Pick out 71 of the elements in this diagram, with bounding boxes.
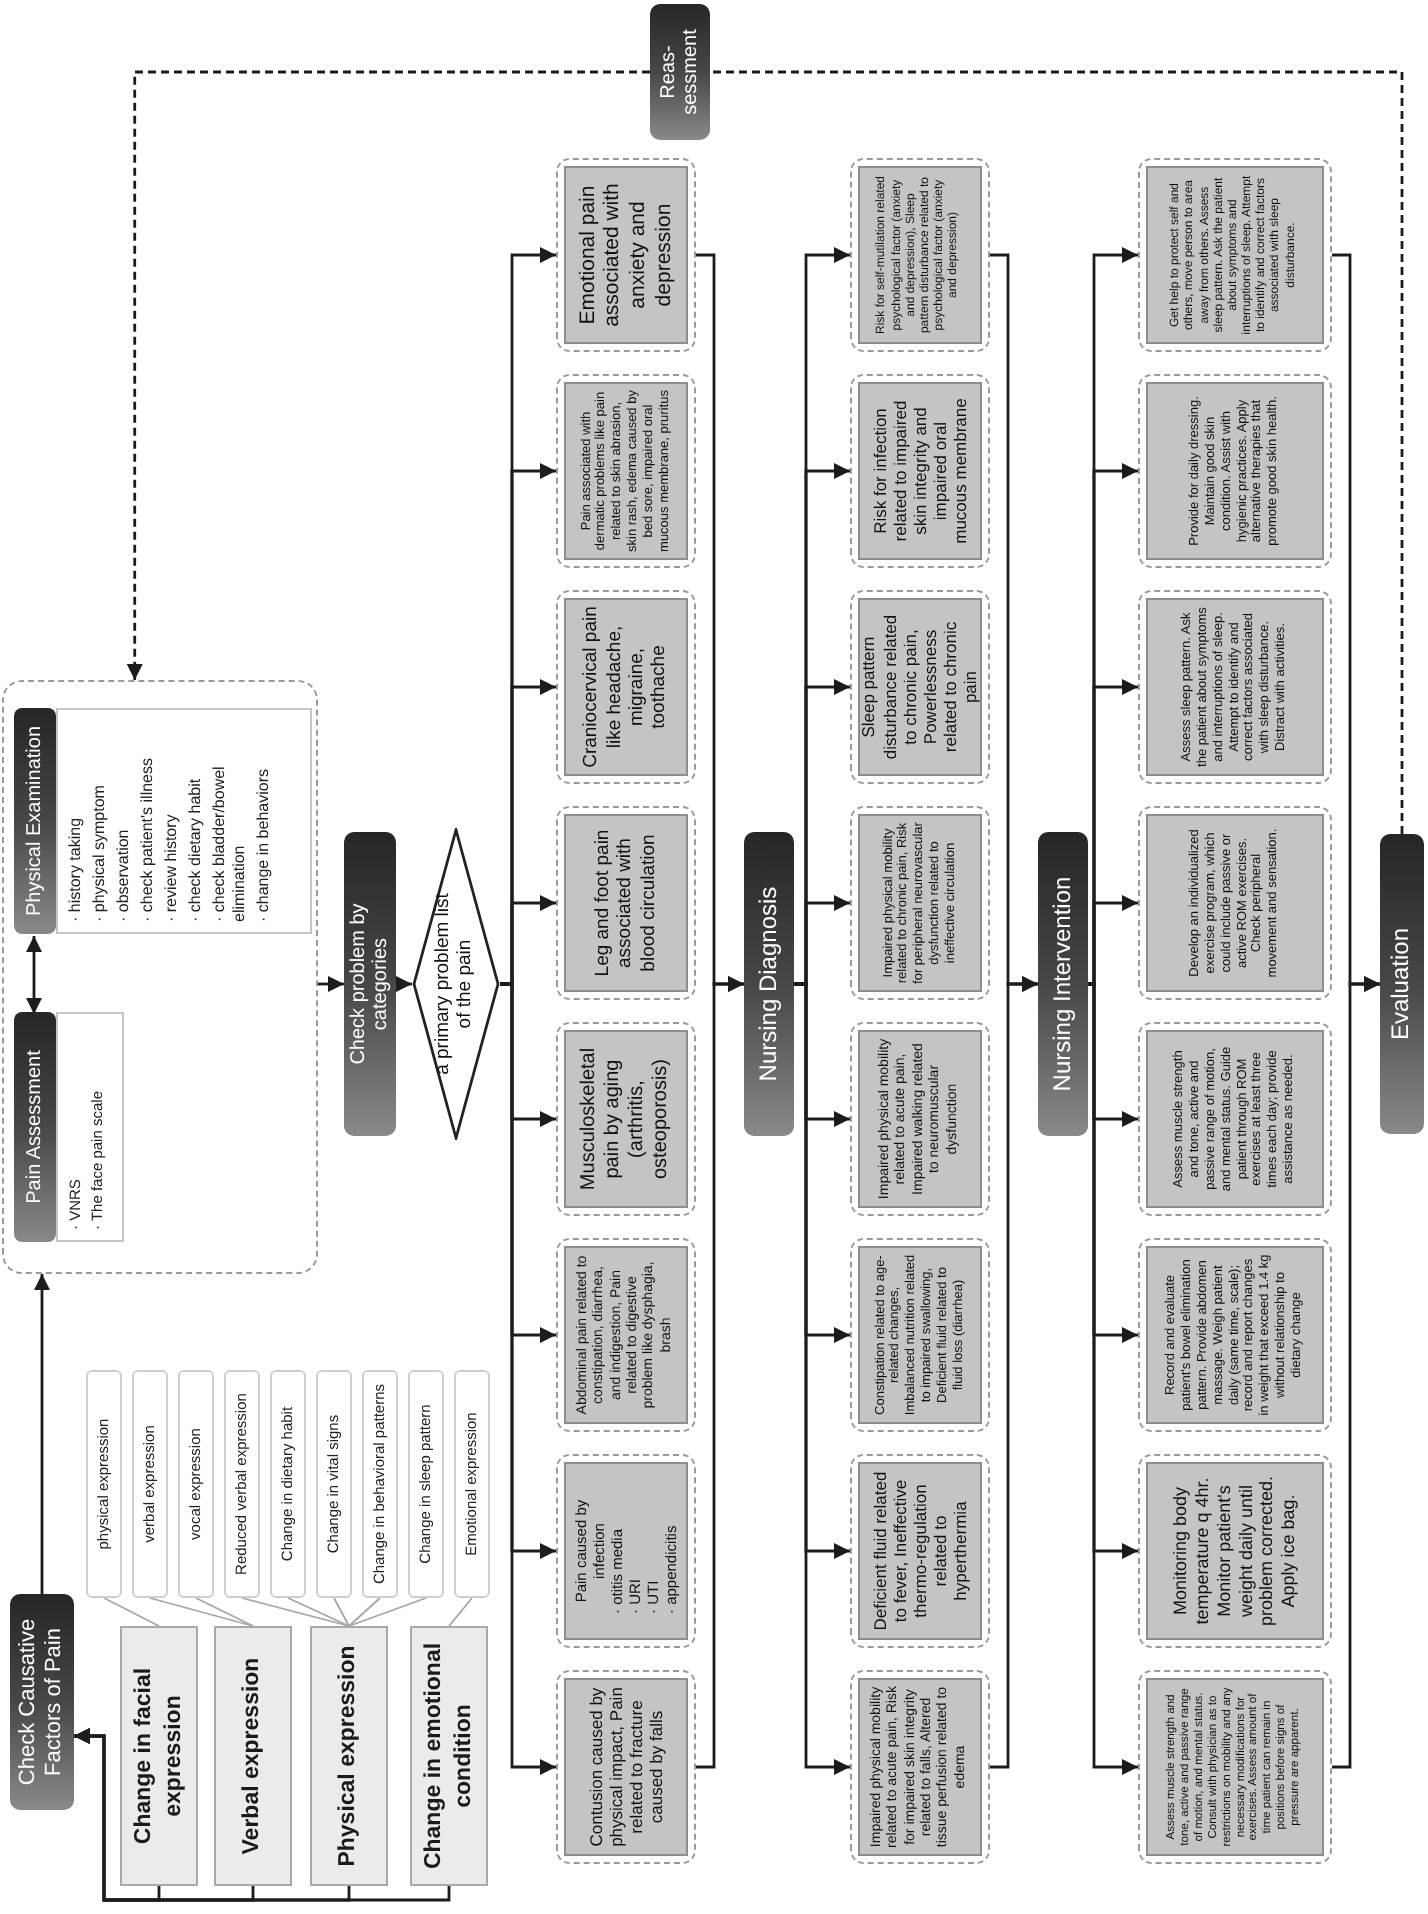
- category-box: [120, 1626, 198, 1886]
- arrow: [990, 253, 1038, 992]
- arrow: [396, 976, 412, 992]
- line: [348, 1597, 381, 1627]
- arrow: [318, 976, 344, 992]
- step-title: Check problem by categories: [347, 901, 393, 1069]
- decision-text: a primary problem list of the pain: [434, 891, 478, 1079]
- symptom-tag: [362, 1370, 398, 1598]
- arrow: [34, 1274, 50, 1594]
- category-label: Change in emotional condition: [420, 1640, 477, 1874]
- category-box: [310, 1626, 388, 1886]
- step-header: [1038, 832, 1088, 1136]
- arrow: [26, 936, 42, 1014]
- note-text: Risk for infection related to impaired skin integrity and impaired oral mucous membrane: [869, 396, 971, 548]
- note-text: Deficient fluid related to fever, Ineffective thermo-regulation related to hyperthermia: [869, 1470, 971, 1632]
- list-item: · check dietary habit: [186, 776, 206, 922]
- symptom-tag: [224, 1370, 260, 1598]
- step-header: [344, 832, 396, 1136]
- arrow: [1332, 253, 1380, 992]
- list-item: · observation: [114, 827, 134, 922]
- symptom-tag: [316, 1370, 352, 1598]
- step-title: Nursing Intervention: [1049, 876, 1077, 1092]
- step-header: [1380, 834, 1424, 1134]
- arrow: [1088, 982, 1138, 1127]
- panel-title: Physical Examination: [22, 725, 48, 917]
- symptom-tag: [86, 1370, 122, 1598]
- step-title: Evaluation: [1388, 927, 1416, 1041]
- list-item: · history taking: [66, 815, 86, 922]
- line: [333, 1597, 350, 1627]
- note-text: Sleep pattern disturbance related to chronic pain, Powerlessness related to chronic pain: [858, 612, 982, 764]
- list-item: · review history: [162, 812, 182, 922]
- line: [348, 1597, 427, 1627]
- line: [287, 1597, 350, 1627]
- symptom-tag: [454, 1370, 490, 1598]
- arrow: [696, 253, 744, 992]
- symptom-tag: [132, 1370, 168, 1598]
- dashed-arrow: [126, 70, 650, 680]
- note-text: Leg and foot pain associated with blood circulation: [591, 827, 661, 981]
- note-text: Emotional pain associated with anxiety and depression: [575, 181, 677, 331]
- list-item: · check patient's illness: [138, 755, 158, 922]
- symptom-tag: [270, 1370, 306, 1598]
- symptom-tag: [178, 1370, 214, 1598]
- arrow: [1087, 247, 1138, 986]
- line: [103, 1597, 160, 1627]
- step-title: Reas- sessment: [657, 28, 703, 116]
- step-header: [744, 832, 794, 1136]
- step-title: Check Causative Factors of Pain: [16, 1618, 68, 1786]
- list-item: · physical symptom: [90, 783, 110, 922]
- panel-title: Pain Assessment: [22, 1050, 48, 1204]
- category-box: [214, 1626, 292, 1886]
- step-header: [10, 1594, 74, 1810]
- note-text: Musculoskeletal pain by aging (arthritis, osteoporosis): [578, 1045, 674, 1195]
- line: [448, 1597, 473, 1627]
- list-item: · check bladder/bowel elimination: [210, 764, 250, 922]
- line: [149, 1597, 254, 1627]
- dashed-line: [710, 70, 1404, 834]
- list-item: · change in behaviors: [254, 767, 274, 922]
- step-title: Nursing Diagnosis: [755, 886, 783, 1082]
- arrow: [74, 1728, 451, 1902]
- line: [195, 1597, 254, 1627]
- category-label: Verbal expression: [238, 1657, 267, 1855]
- symptom-tag: [408, 1370, 444, 1598]
- line: [241, 1597, 350, 1627]
- category-label: Physical expression: [334, 1645, 363, 1867]
- note-text: Monitoring body temperature q 4hr. Monitor patient's weight daily until problem corrected. Apply ice bag.: [1170, 1473, 1300, 1631]
- note-text: Contusion caused by physical impact, Pain related to fracture caused by falls: [585, 1686, 667, 1848]
- category-label: Change in facial expression: [130, 1665, 187, 1849]
- step-header: [650, 4, 710, 140]
- note-text: Craniocervical pain like headache, migraine, toothache: [580, 606, 672, 768]
- dashed-group-frame: [2, 680, 318, 1274]
- category-box: [410, 1626, 488, 1886]
